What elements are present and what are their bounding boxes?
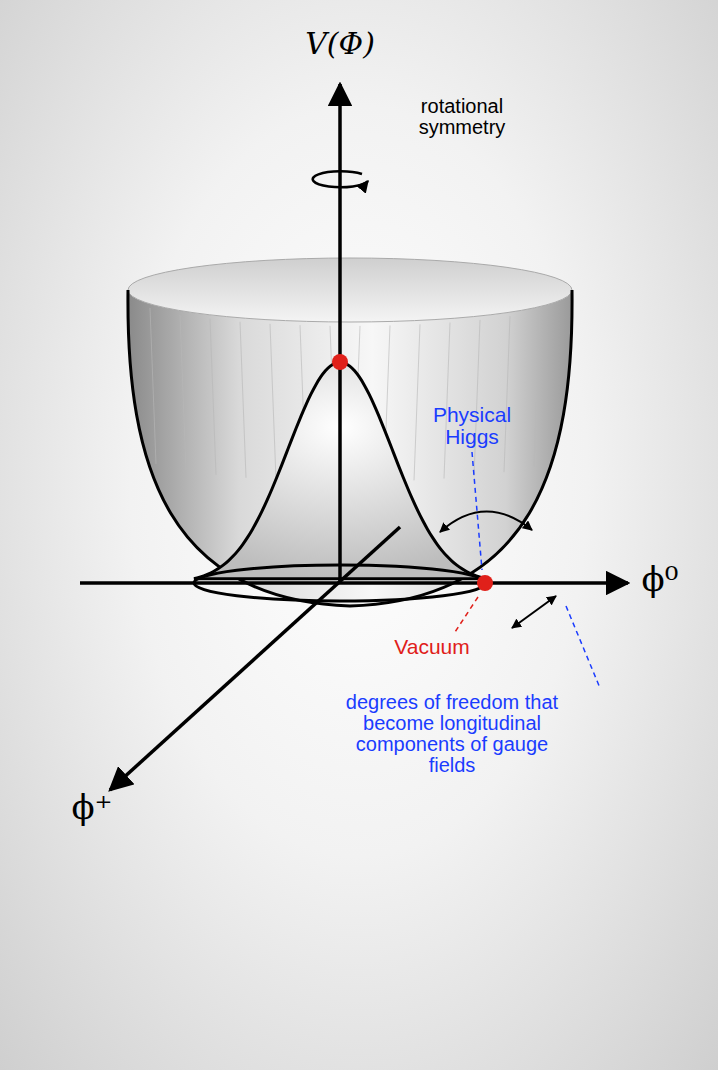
vacuum-leader bbox=[455, 597, 478, 632]
bowl-rim bbox=[128, 258, 572, 322]
goldstone-note-text: degrees of freedom that become longitudi… bbox=[345, 692, 560, 776]
symmetry-note: rotational symmetry bbox=[397, 96, 527, 138]
texture-stroke bbox=[474, 320, 480, 476]
phi0-axis bbox=[80, 581, 628, 585]
potential-axis bbox=[338, 84, 342, 583]
higgs-leader bbox=[472, 452, 482, 570]
radial-oscillation-arrow bbox=[440, 511, 532, 532]
potential-bowl bbox=[128, 290, 572, 606]
texture-stroke bbox=[150, 308, 156, 464]
texture-stroke bbox=[270, 324, 276, 480]
higgs-label: Physical Higgs bbox=[417, 404, 527, 448]
texture-stroke bbox=[414, 324, 420, 480]
axis-label-text: ϕ⁺ bbox=[71, 790, 112, 826]
axis-label: ϕ⁰ bbox=[642, 562, 679, 598]
texture-stroke bbox=[504, 316, 510, 472]
axis-title-text: V(Φ) bbox=[305, 28, 375, 60]
texture-stroke bbox=[240, 322, 246, 478]
texture-stroke bbox=[180, 315, 186, 471]
vacuum-label-text: Vacuum bbox=[394, 636, 469, 658]
rotation-arrow bbox=[313, 171, 368, 187]
texture-stroke bbox=[534, 311, 540, 467]
higgs-label-text: Physical Higgs bbox=[417, 404, 527, 448]
axis-label-text: ϕ⁰ bbox=[642, 562, 679, 598]
goldstone-leader bbox=[566, 606, 600, 688]
tangent-arrow bbox=[512, 596, 556, 628]
symmetry-note-text: rotational symmetry bbox=[397, 96, 527, 138]
vacuum-label: Vacuum bbox=[394, 636, 469, 658]
goldstone-note: degrees of freedom that become longitudi… bbox=[345, 692, 560, 776]
texture-stroke bbox=[210, 319, 216, 475]
vacuum-point bbox=[477, 575, 493, 591]
axis-label: ϕ⁺ bbox=[71, 790, 112, 826]
texture-stroke bbox=[444, 323, 450, 479]
unstable-point bbox=[332, 354, 348, 370]
axis-title: V(Φ) bbox=[305, 28, 375, 60]
bowl-outline bbox=[128, 290, 572, 606]
